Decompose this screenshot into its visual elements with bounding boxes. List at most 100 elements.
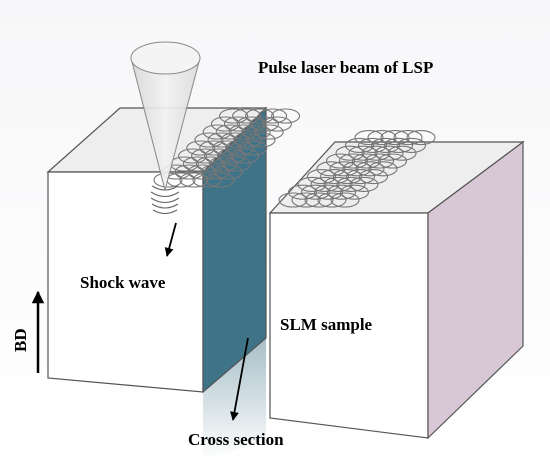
laser-spot — [358, 169, 389, 185]
shock-wave-label: Shock wave — [80, 273, 166, 292]
laser-spot — [323, 176, 353, 192]
cross-section-arrow — [230, 337, 249, 421]
laser-spot — [330, 192, 360, 208]
laser-spot — [174, 164, 204, 180]
laser-spot — [262, 116, 292, 132]
laser-spot — [338, 153, 369, 169]
laser-spot — [367, 130, 397, 146]
laser-spot — [313, 184, 344, 200]
laser-spot — [213, 164, 243, 180]
laser-spot — [228, 124, 258, 140]
laser-spot — [223, 116, 253, 132]
laser-spot — [326, 184, 357, 200]
laser-cone-edge-right — [164, 57, 201, 191]
laser-spot — [212, 140, 242, 156]
laser-spot — [278, 192, 308, 208]
laser-spot — [205, 172, 235, 188]
shock-wave-arcs — [150, 185, 180, 215]
laser-spot — [377, 153, 408, 169]
laser-spot — [182, 156, 212, 172]
laser-spot — [393, 130, 423, 146]
laser-beam-label: Pulse laser beam of LSP — [258, 58, 433, 77]
laser-spot — [319, 169, 350, 185]
laser-spot — [297, 176, 327, 192]
laser-spot — [225, 140, 255, 156]
laser-spot — [364, 153, 395, 169]
laser-spot — [406, 130, 436, 146]
laser-spot — [351, 153, 382, 169]
laser-spot — [178, 148, 208, 164]
laser-spot — [258, 108, 288, 124]
laser-spot — [317, 192, 347, 208]
laser-spot — [306, 169, 337, 185]
laser-spot — [204, 148, 234, 164]
laser-spot — [207, 132, 237, 148]
right-block-side-face — [427, 140, 524, 440]
laser-spot — [236, 116, 266, 132]
laser-spot — [370, 137, 401, 153]
laser-spot — [344, 137, 375, 153]
slm-sample-label: SLM sample — [280, 315, 373, 334]
laser-spot — [233, 132, 263, 148]
laser-spot — [232, 108, 262, 124]
laser-spot — [179, 172, 209, 188]
laser-cone-edge-left — [130, 57, 166, 191]
laser-spot — [316, 161, 346, 177]
laser-spot — [349, 176, 379, 192]
laser-spot — [380, 130, 410, 146]
laser-spot — [336, 176, 366, 192]
laser-spots-right — [278, 130, 436, 208]
laser-spot — [387, 145, 417, 161]
laser-spot — [345, 169, 376, 185]
laser-spot — [221, 156, 251, 172]
laser-spot — [396, 137, 427, 153]
laser-spot — [325, 153, 356, 169]
laser-spot — [254, 124, 284, 140]
laser-spot — [187, 164, 217, 180]
laser-spot — [220, 132, 250, 148]
laser-spot — [215, 124, 245, 140]
laser-spot — [300, 184, 331, 200]
laser-spot — [310, 176, 340, 192]
laser-spot — [217, 148, 247, 164]
build-direction-label: BD — [11, 328, 30, 352]
right-block — [268, 140, 525, 440]
laser-spot — [287, 184, 318, 200]
laser-spot — [354, 130, 384, 146]
laser-spot — [249, 116, 279, 132]
laser-spot — [238, 140, 268, 156]
cross-section-label: Cross section — [188, 430, 284, 449]
laser-spot — [200, 164, 230, 180]
laser-spot — [202, 124, 232, 140]
laser-spot — [339, 184, 370, 200]
laser-spot — [291, 192, 321, 208]
laser-spot — [208, 156, 238, 172]
laser-spot — [357, 137, 388, 153]
laser-spot — [329, 161, 359, 177]
laser-spot — [245, 108, 275, 124]
laser-spot — [219, 108, 249, 124]
laser-spot — [194, 132, 224, 148]
laser-spot — [241, 124, 271, 140]
laser-cone-aperture — [130, 41, 201, 75]
laser-spot — [374, 145, 404, 161]
laser-spot — [195, 156, 225, 172]
laser-spot — [186, 140, 216, 156]
shock-wave-arrow — [164, 222, 177, 257]
laser-spot — [348, 145, 378, 161]
laser-spot — [342, 161, 372, 177]
laser-beam-cone — [130, 41, 201, 191]
laser-spot — [383, 137, 414, 153]
laser-spot — [335, 145, 365, 161]
laser-cone-body — [131, 58, 200, 190]
laser-spot — [361, 145, 391, 161]
laser-spot — [191, 148, 221, 164]
laser-spot — [210, 116, 240, 132]
laser-spot — [192, 172, 222, 188]
laser-spot — [368, 161, 398, 177]
laser-spot — [355, 161, 385, 177]
laser-spot — [271, 108, 301, 124]
laser-spot — [199, 140, 229, 156]
